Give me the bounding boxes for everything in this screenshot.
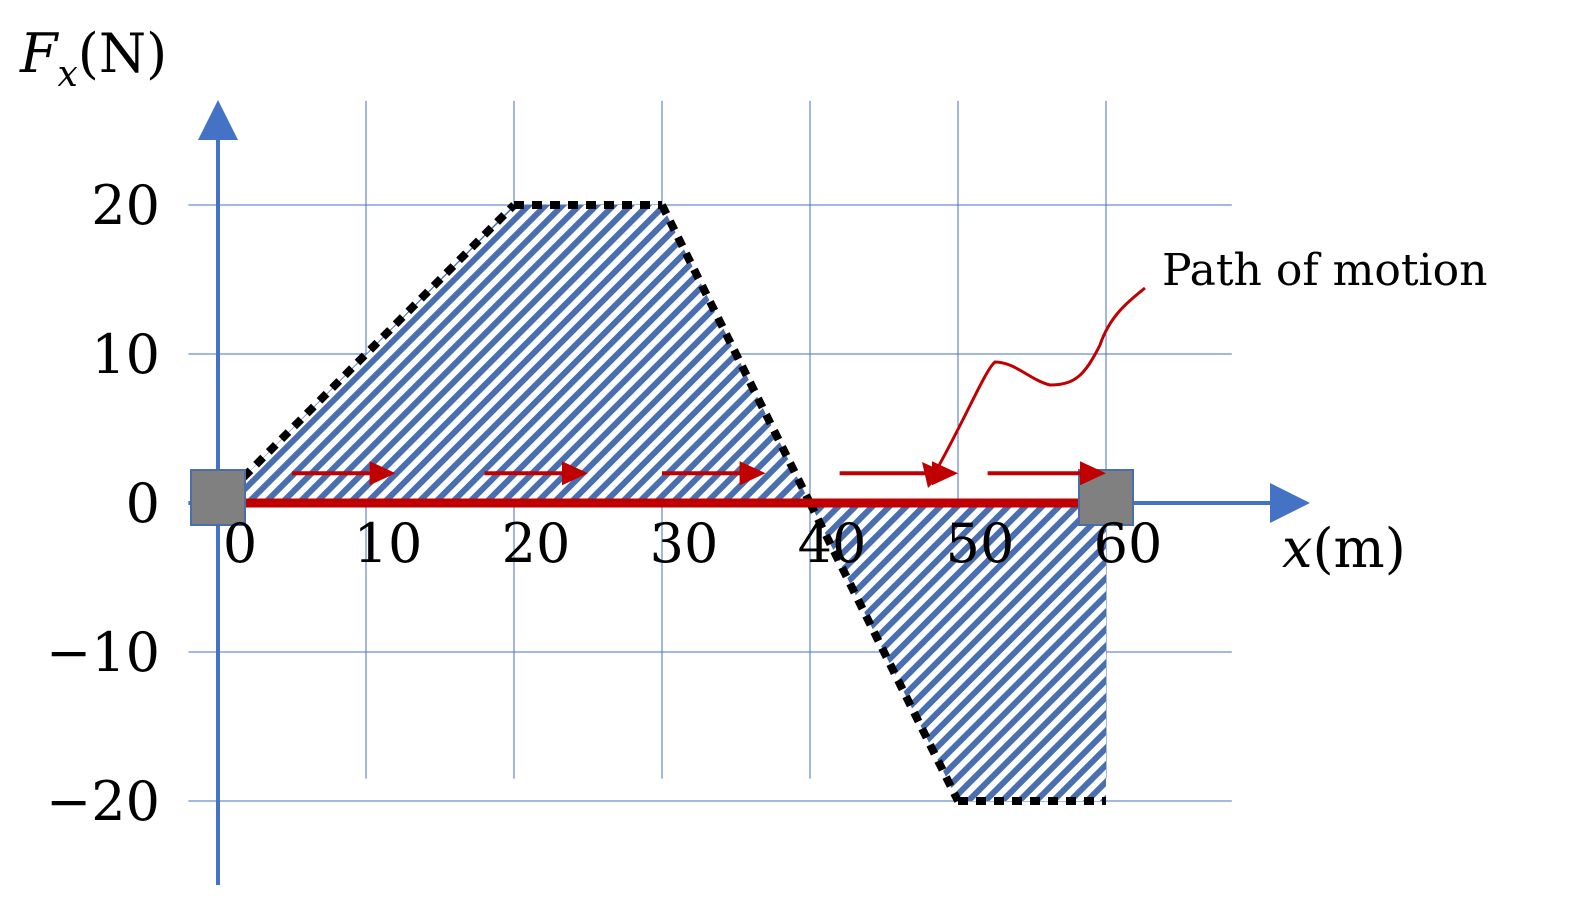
motion-arrow-head [562,461,588,486]
y-tick-label: −10 [46,621,160,684]
x-axis-unit: (m) [1312,517,1405,580]
y-tick-label: −20 [46,770,160,833]
motion-arrow-head [739,461,766,486]
x-tick-label: 0 [223,512,257,575]
block-end [1078,469,1134,526]
y-axis-subscript: x [57,54,77,95]
annotation-label: Path of motion [1162,245,1487,296]
y-tick-label: 0 [126,472,160,535]
tick-labels: 0 10 20 30 40 50 60 20 10 0 −10 −20 [46,174,1162,833]
x-tick-label: 10 [354,512,423,575]
x-tick-label: 40 [798,512,867,575]
x-tick-label: 60 [1094,512,1163,575]
motion-arrow-head [369,461,396,486]
x-tick-label: 30 [650,512,719,575]
y-axis-title: Fx(N) [19,22,167,95]
y-tick-label: 10 [91,323,160,386]
x-tick-label: 50 [946,512,1015,575]
y-tick-label: 20 [91,174,160,237]
x-axis-variable: x [1282,517,1312,580]
annotation-pointer [930,286,1146,479]
curve-segment [658,203,814,505]
x-axis-title: x(m) [1282,517,1406,580]
y-axis-unit: (N) [78,22,167,85]
motion-arrow-head [1080,461,1106,486]
curve-segment [215,202,517,506]
curve-segment [806,501,962,803]
force-curve [215,201,1106,805]
annotation-arrowhead [922,462,944,488]
block-start [190,469,246,526]
y-axis-variable: F [19,22,60,85]
motion-path [190,461,1134,526]
x-tick-label: 20 [502,512,571,575]
